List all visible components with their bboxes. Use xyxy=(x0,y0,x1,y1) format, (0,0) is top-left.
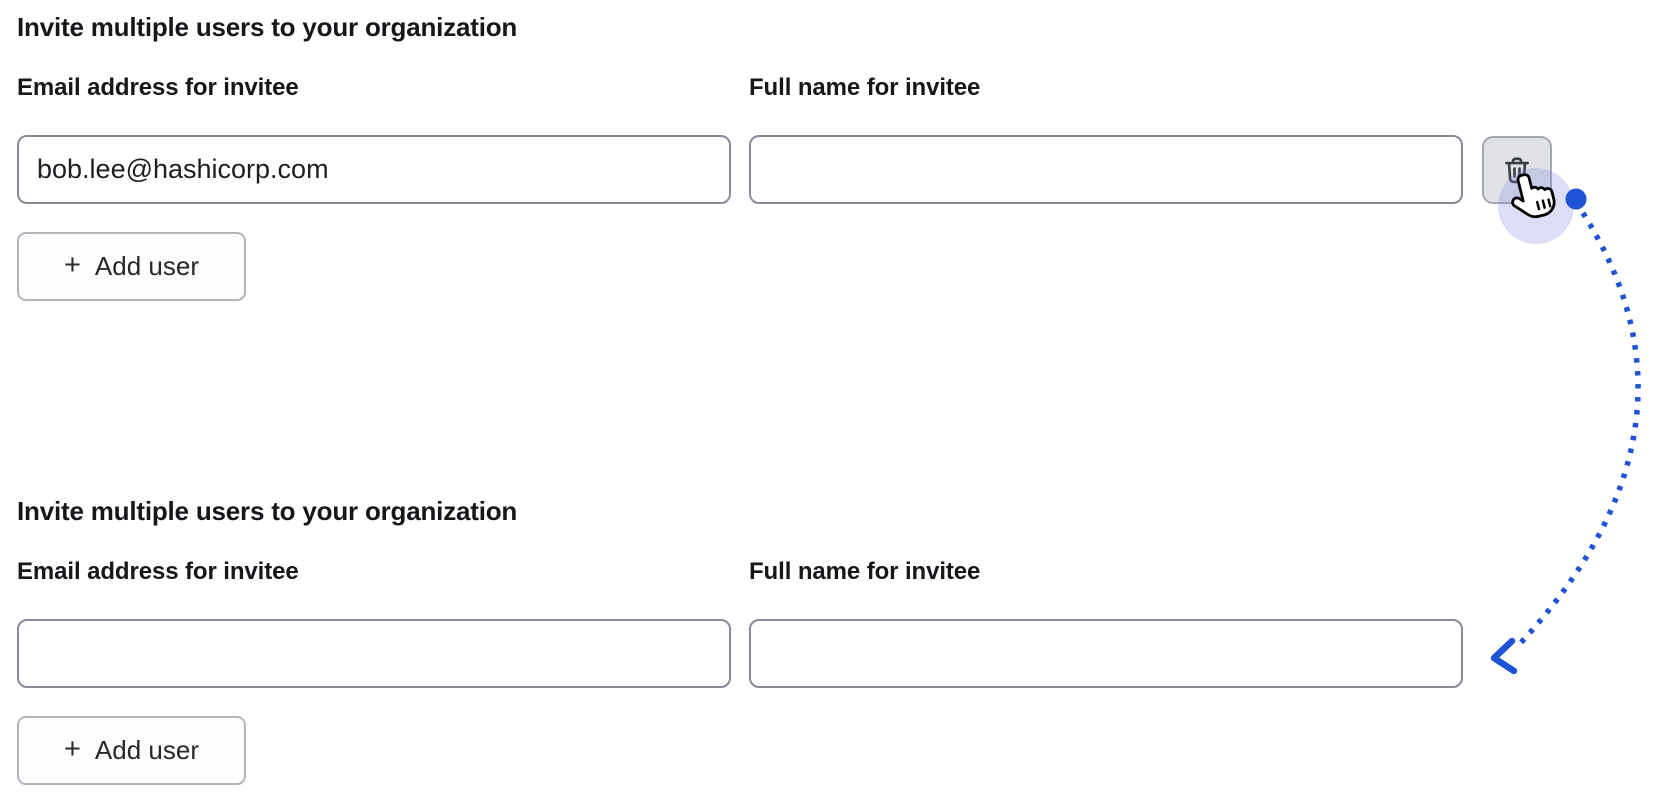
delete-user-button[interactable] xyxy=(1482,136,1552,204)
full-name-label: Full name for invitee xyxy=(749,558,981,585)
email-input[interactable] xyxy=(17,135,731,204)
full-name-input[interactable] xyxy=(749,135,1463,204)
email-label: Email address for invitee xyxy=(17,74,299,101)
email-input[interactable] xyxy=(17,619,731,688)
invite-form-before: Invite multiple users to your organizati… xyxy=(0,0,1672,301)
plus-icon: + xyxy=(63,732,81,765)
full-name-label: Full name for invitee xyxy=(749,74,981,101)
invite-form-after: Invite multiple users to your organizati… xyxy=(0,484,1672,785)
add-user-label: Add user xyxy=(94,251,199,281)
add-user-button[interactable]: + Add user xyxy=(17,716,246,785)
page-title: Invite multiple users to your organizati… xyxy=(17,496,518,526)
page-title: Invite multiple users to your organizati… xyxy=(17,12,518,42)
add-user-label: Add user xyxy=(94,735,199,765)
email-label: Email address for invitee xyxy=(17,558,299,585)
trash-icon xyxy=(1505,157,1529,184)
full-name-input[interactable] xyxy=(749,619,1463,688)
plus-icon: + xyxy=(63,248,81,281)
add-user-button[interactable]: + Add user xyxy=(17,232,246,301)
